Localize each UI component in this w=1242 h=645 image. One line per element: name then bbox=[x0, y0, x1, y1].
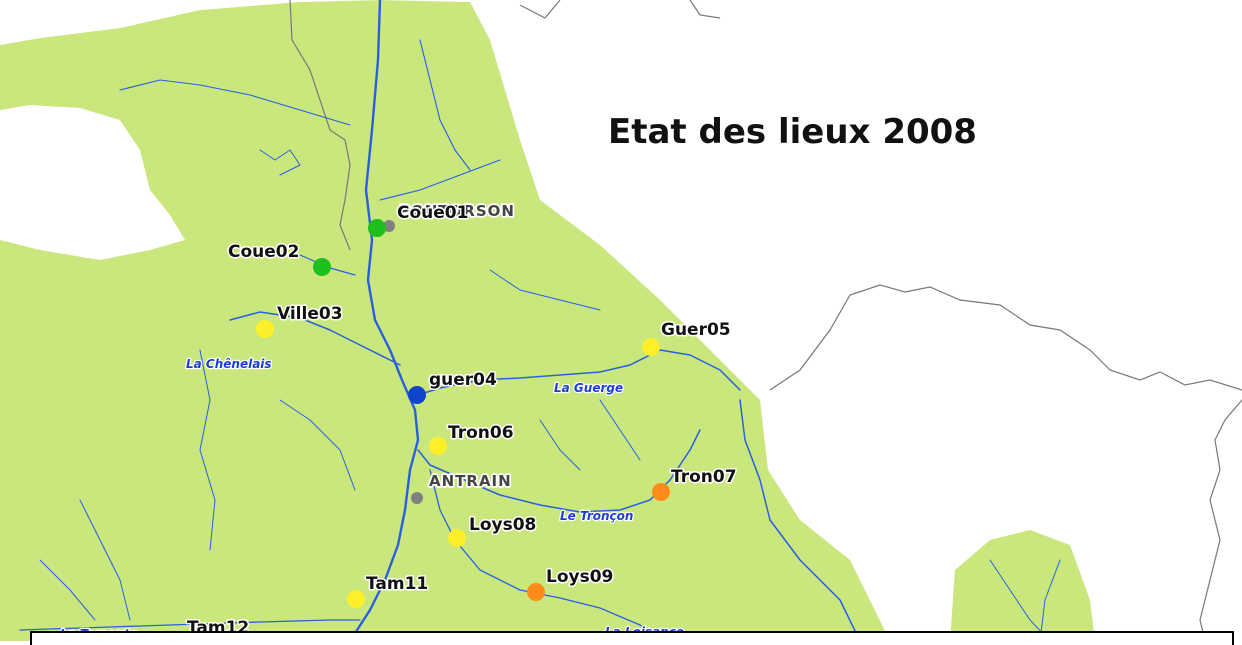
station-marker-coue01[interactable] bbox=[368, 219, 386, 237]
station-label-tam11: Tam11 bbox=[366, 574, 428, 594]
land-region bbox=[0, 0, 890, 641]
river-label-guerge: La Guerge bbox=[554, 381, 623, 395]
station-marker-ville03[interactable] bbox=[256, 320, 274, 338]
map-title: Etat des lieux 2008 bbox=[608, 112, 977, 152]
station-label-ville03: Ville03 bbox=[277, 304, 343, 324]
station-label-guer04: guer04 bbox=[429, 370, 497, 390]
river-label-chenelais: La Chênelais bbox=[186, 357, 272, 371]
station-label-loys09: Loys09 bbox=[546, 567, 613, 587]
station-marker-tron07[interactable] bbox=[652, 483, 670, 501]
town-marker-antrain[interactable] bbox=[411, 492, 423, 504]
station-label-coue02: Coue02 bbox=[228, 242, 299, 262]
station-label-tron06: Tron06 bbox=[448, 423, 514, 443]
station-marker-coue02[interactable] bbox=[313, 258, 331, 276]
town-marker-pontorson[interactable] bbox=[383, 220, 395, 232]
station-marker-loys09[interactable] bbox=[527, 583, 545, 601]
station-marker-loys08[interactable] bbox=[448, 529, 466, 547]
station-marker-guer04[interactable] bbox=[408, 386, 426, 404]
station-marker-tron06[interactable] bbox=[429, 437, 447, 455]
station-marker-tam11[interactable] bbox=[347, 590, 365, 608]
towns-layer: PONTORSON ANTRAIN bbox=[383, 200, 516, 504]
station-label-tron07: Tron07 bbox=[671, 467, 737, 487]
station-label-loys08: Loys08 bbox=[469, 515, 536, 535]
bay-area bbox=[0, 0, 560, 45]
administrative-borders bbox=[289, 0, 1242, 641]
bay-notch bbox=[0, 105, 185, 260]
town-label-pontorson: PONTORSON bbox=[399, 202, 515, 220]
station-marker-guer05[interactable] bbox=[642, 338, 660, 356]
stations-layer: Coue01 Coue02 Ville03 guer04 Guer05 Tron… bbox=[186, 202, 738, 641]
land-region-east bbox=[950, 530, 1095, 641]
town-label-antrain: ANTRAIN bbox=[429, 472, 512, 490]
station-label-coue01: Coue01 bbox=[397, 203, 468, 223]
station-label-guer05: Guer05 bbox=[661, 320, 731, 340]
river-network bbox=[19, 0, 1061, 641]
legend-panel bbox=[30, 631, 1234, 645]
river-label-troncon: Le Tronçon bbox=[560, 509, 633, 523]
